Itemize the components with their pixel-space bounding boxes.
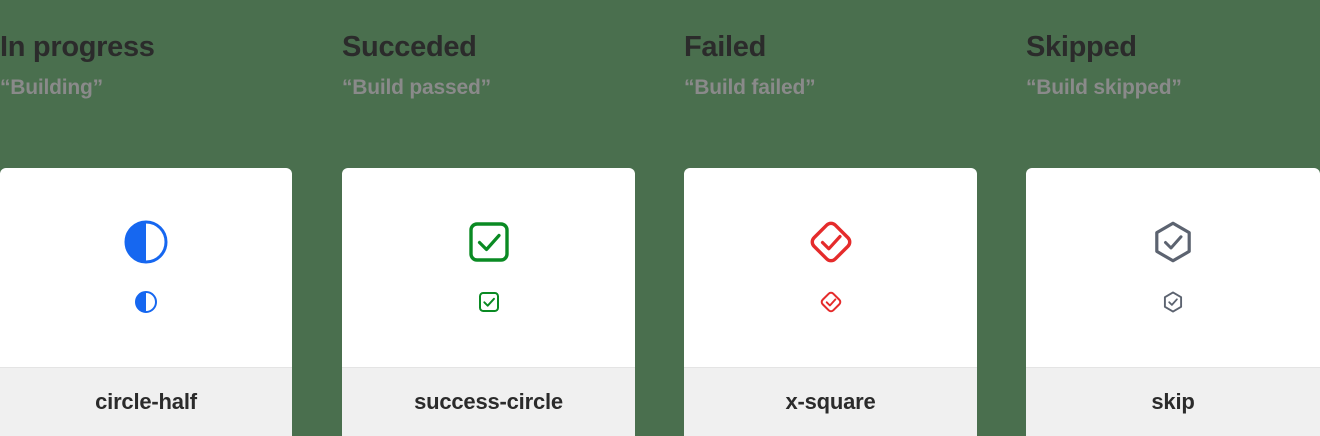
- column-header-in-progress: In progress “Building”: [0, 0, 292, 168]
- icon-card-body: [1026, 168, 1320, 367]
- column-subtitle-succeded: “Build passed”: [342, 75, 491, 99]
- icon-card-body: [0, 168, 292, 367]
- column-subtitle-skipped: “Build skipped”: [1026, 75, 1182, 99]
- column-title-succeded: Succeded: [342, 31, 477, 63]
- column-subtitle-failed: “Build failed”: [684, 75, 816, 99]
- icon-card-body: [342, 168, 635, 367]
- circle-half-icon-small: [135, 290, 157, 313]
- skip-icon-small: [1163, 290, 1183, 313]
- column-title-failed: Failed: [684, 31, 766, 63]
- column-title-in-progress: In progress: [0, 31, 155, 63]
- column-subtitle-in-progress: “Building”: [0, 75, 103, 99]
- card-gap-3: [977, 168, 1026, 436]
- success-circle-icon-small: [478, 291, 499, 312]
- column-gap-2: [635, 0, 684, 168]
- icon-name-label-circle-half: circle-half: [95, 389, 197, 414]
- icon-card-skip[interactable]: skip: [1026, 168, 1320, 436]
- skip-icon-large: [1155, 221, 1191, 262]
- icon-card-circle-half[interactable]: circle-half: [0, 168, 292, 436]
- icon-card-footer: success-circle: [342, 367, 635, 436]
- icon-card-body: [684, 168, 977, 367]
- icon-card-footer: x-square: [684, 367, 977, 436]
- column-header-skipped: Skipped “Build skipped”: [1026, 0, 1320, 168]
- success-circle-icon-large: [468, 221, 509, 262]
- card-gap-2: [635, 168, 684, 436]
- x-square-icon-large: [810, 221, 851, 262]
- column-header-failed: Failed “Build failed”: [684, 0, 977, 168]
- column-gap-3: [977, 0, 1026, 168]
- column-gap-1: [292, 0, 342, 168]
- circle-half-icon-large: [124, 220, 168, 263]
- icon-card-footer: skip: [1026, 367, 1320, 436]
- icon-card-success-circle[interactable]: success-circle: [342, 168, 635, 436]
- column-title-skipped: Skipped: [1026, 31, 1137, 63]
- card-gap-1: [292, 168, 342, 436]
- icon-name-label-x-square: x-square: [785, 389, 876, 414]
- column-header-succeded: Succeded “Build passed”: [342, 0, 635, 168]
- icon-card-x-square[interactable]: x-square: [684, 168, 977, 436]
- icon-name-label-success-circle: success-circle: [414, 389, 563, 414]
- icon-name-label-skip: skip: [1151, 389, 1195, 414]
- x-square-icon-small: [820, 291, 841, 312]
- icon-card-footer: circle-half: [0, 367, 292, 436]
